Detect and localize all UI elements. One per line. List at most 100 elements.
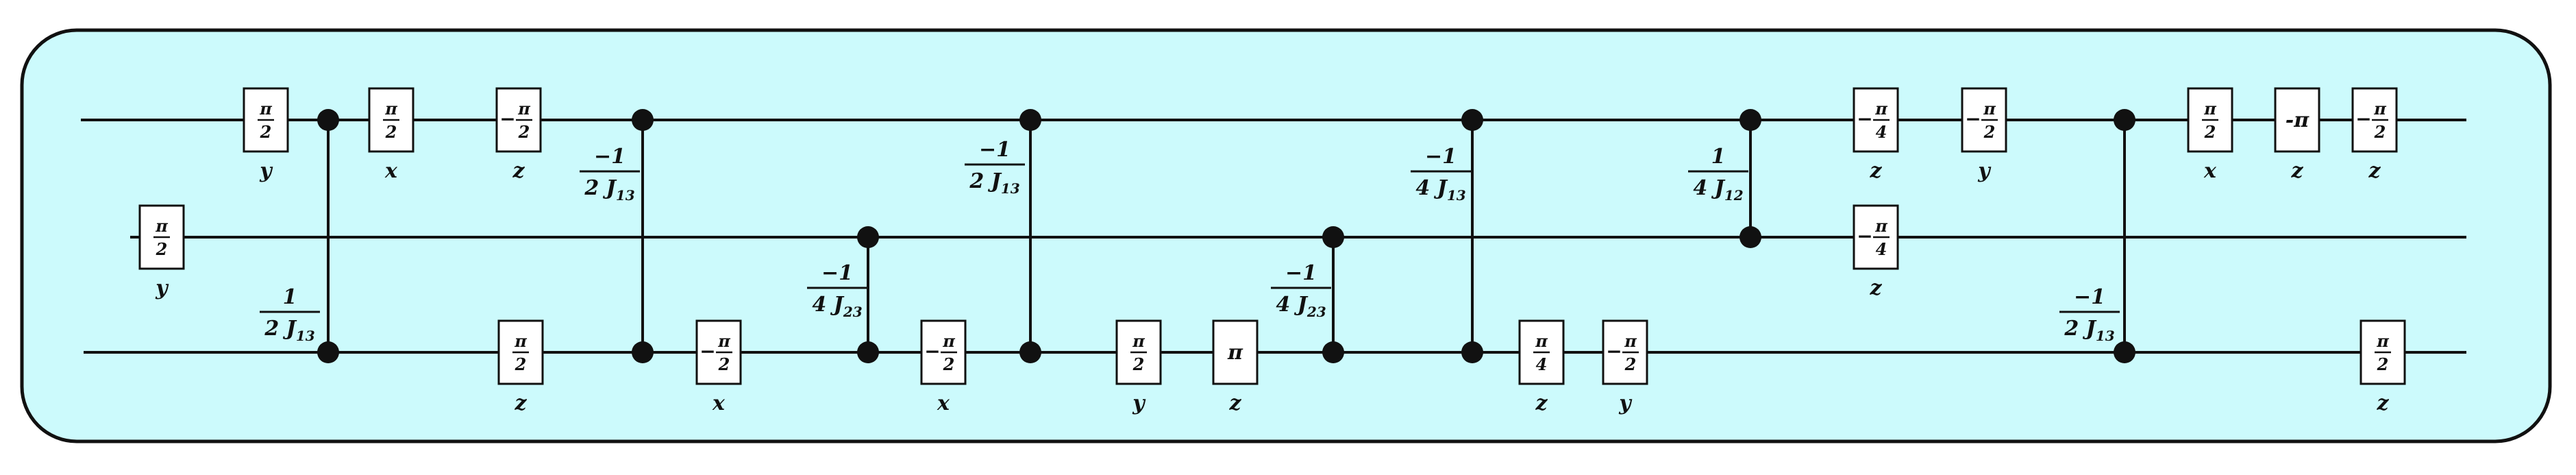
gate-denominator: 2 [1624, 354, 1637, 374]
gate-axis-label: z [2376, 391, 2389, 415]
coupling-numerator: −1 [979, 138, 1011, 162]
gate-axis-label: y [259, 159, 273, 183]
gate-axis-label: y [1132, 391, 1146, 415]
gate-numerator: π [1535, 331, 1548, 351]
coupling-numerator: 1 [1711, 145, 1726, 169]
gate-axis-label: y [1618, 391, 1633, 415]
gate-denominator: 4 [1536, 354, 1548, 374]
gate-axis-label: y [1977, 159, 1992, 183]
gate-g17: −π2z [2351, 87, 2398, 183]
gate-denominator: 2 [518, 122, 530, 142]
gate-denominator: 2 [385, 122, 397, 142]
gate-sign: − [699, 340, 715, 363]
gate-numerator: π [155, 216, 168, 236]
gate-box [2274, 87, 2320, 153]
control-dot [632, 109, 654, 131]
coupling-denominator: 2 J13 [264, 317, 314, 344]
gate-axis-label: z [1228, 391, 1241, 415]
gate-g14: −π4z [1853, 204, 1899, 300]
control-dot [1019, 109, 1041, 131]
gate-g2: π2x [368, 87, 414, 183]
gate-numerator: π [1874, 216, 1887, 236]
gate-axis-label: x [712, 391, 726, 415]
control-dot [1322, 226, 1344, 248]
coupling-numerator: −1 [594, 145, 626, 169]
control-dot [317, 109, 339, 131]
gate-g16: -π z [2274, 87, 2320, 183]
gate-g9: πz [1212, 319, 1259, 415]
gate-denominator: 2 [1132, 354, 1145, 374]
gate-denominator: 2 [2377, 354, 2389, 374]
coupling-numerator: 1 [283, 285, 297, 309]
gate-denominator: 2 [260, 122, 272, 142]
coupling-numerator: −1 [1425, 145, 1457, 169]
gate-angle: π [1227, 341, 1243, 365]
gate-g11: −π 2 y [1602, 319, 1648, 415]
control-dot [2114, 109, 2135, 131]
coupling-c6: −14 J13 [1411, 109, 1483, 363]
gate-angle: -π [2286, 108, 2309, 132]
gate-numerator: π [1132, 331, 1145, 351]
gate-box [920, 319, 967, 385]
coupling-numerator: −1 [2074, 285, 2105, 309]
coupling-label: −1 2 J13 [2059, 285, 2120, 344]
gate-denominator: 2 [1983, 122, 1996, 142]
coupling-numerator: −1 [821, 261, 853, 285]
gate-numerator: π [1624, 331, 1637, 351]
gate-denominator: 2 [156, 239, 168, 259]
gate-numerator: π [1983, 99, 1996, 119]
coupling-c1: 1 2 J13 [260, 109, 339, 363]
gate-g18: π2z [2360, 319, 2406, 415]
gate-g13: −π 2 y [1961, 87, 2007, 183]
control-dot [1461, 109, 1483, 131]
gate-g10: π 4 z [1518, 319, 1565, 415]
control-dot [857, 341, 879, 363]
control-dot [632, 341, 654, 363]
gate-box [1518, 319, 1565, 385]
wires-layer [81, 119, 2466, 354]
gate-g6: −π2x [695, 319, 742, 415]
gate-axis-label: z [1869, 159, 1882, 183]
gate-box [2360, 319, 2406, 385]
coupling-c7: 14 J12 [1688, 109, 1761, 248]
gate-numerator: π [517, 99, 530, 119]
gate-sign: − [1965, 108, 1981, 130]
gate-sign: − [499, 108, 515, 130]
coupling-c8: −1 2 J13 [2059, 109, 2135, 363]
gate-box [1212, 319, 1259, 385]
gate-denominator: 2 [2204, 122, 2216, 142]
gate-numerator: π [717, 331, 730, 351]
gate-sign: − [924, 340, 940, 363]
gate-g4: π2y [138, 204, 185, 300]
gate-axis-label: z [2368, 159, 2381, 183]
gate-numerator: π [514, 331, 527, 351]
gate-axis-label: z [1535, 391, 1548, 415]
gate-axis-label: z [1869, 276, 1882, 300]
gate-axis-label: x [2203, 159, 2217, 183]
coupling-numerator: −1 [1285, 261, 1317, 285]
gate-g7: −π2x [920, 319, 967, 415]
gate-axis-label: z [2290, 159, 2303, 183]
control-dot [1461, 341, 1483, 363]
gate-axis-label: z [512, 159, 525, 183]
control-dot [857, 226, 879, 248]
coupling-label: −14 J23 [807, 261, 867, 320]
control-dot [1739, 109, 1761, 131]
gate-g8: π 2 y [1115, 319, 1162, 415]
gate-denominator: 2 [943, 354, 955, 374]
gate-sign: − [2355, 108, 2371, 130]
gate-g12: −π4z [1853, 87, 1899, 183]
gate-numerator: π [942, 331, 955, 351]
gate-axis-label: z [514, 391, 527, 415]
gate-denominator: 2 [2374, 122, 2386, 142]
gate-g15: π2x [2187, 87, 2233, 183]
gate-sign: − [1606, 340, 1622, 363]
coupling-label: 1 2 J13 [260, 285, 320, 344]
gate-denominator: 4 [1876, 239, 1887, 259]
control-dot [1322, 341, 1344, 363]
coupling-denominator: 2 J13 [2064, 317, 2114, 344]
control-dot [317, 341, 339, 363]
gate-numerator: π [1874, 99, 1887, 119]
